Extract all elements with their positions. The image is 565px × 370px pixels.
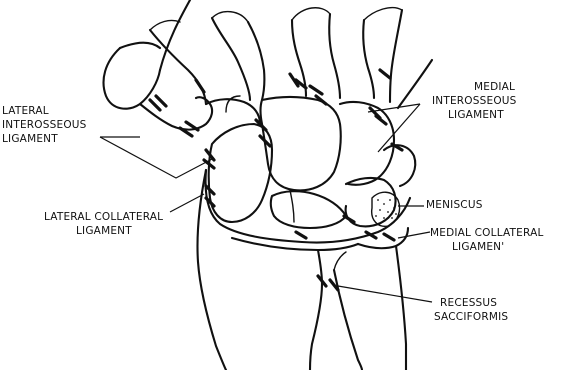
label-line: RECESSUS <box>434 296 508 310</box>
label-line: LIGAMEN' <box>430 240 544 254</box>
recessus-sacciformis-label: RECESSUS SACCIFORMIS <box>434 296 508 324</box>
label-line: LATERAL COLLATERAL <box>44 210 163 224</box>
meniscus-label: MENISCUS <box>426 198 483 212</box>
label-line: LATERAL <box>2 104 87 118</box>
medial-interosseous-ligament-label: MEDIAL INTEROSSEOUS LIGAMENT <box>432 80 517 122</box>
carpal-bones <box>140 96 415 228</box>
label-line: LIGAMENT <box>2 132 87 146</box>
label-line: LIGAMENT <box>432 108 517 122</box>
leader-lines <box>100 104 432 302</box>
lateral-collateral-ligament-label: LATERAL COLLATERAL LIGAMENT <box>44 210 163 238</box>
medial-collateral-ligament-label: MEDIAL COLLATERAL LIGAMEN' <box>430 226 544 254</box>
label-line: MEDIAL <box>432 80 517 94</box>
label-line: SACCIFORMIS <box>434 310 508 324</box>
lateral-interosseous-ligament-label: LATERAL INTEROSSEOUS LIGAMENT <box>2 104 87 146</box>
label-line: MEDIAL COLLATERAL <box>430 226 544 240</box>
label-line: INTEROSSEOUS <box>2 118 87 132</box>
label-line: LIGAMENT <box>44 224 163 238</box>
metacarpals <box>104 0 432 109</box>
label-line: INTEROSSEOUS <box>432 94 517 108</box>
label-line: MENISCUS <box>426 198 483 212</box>
